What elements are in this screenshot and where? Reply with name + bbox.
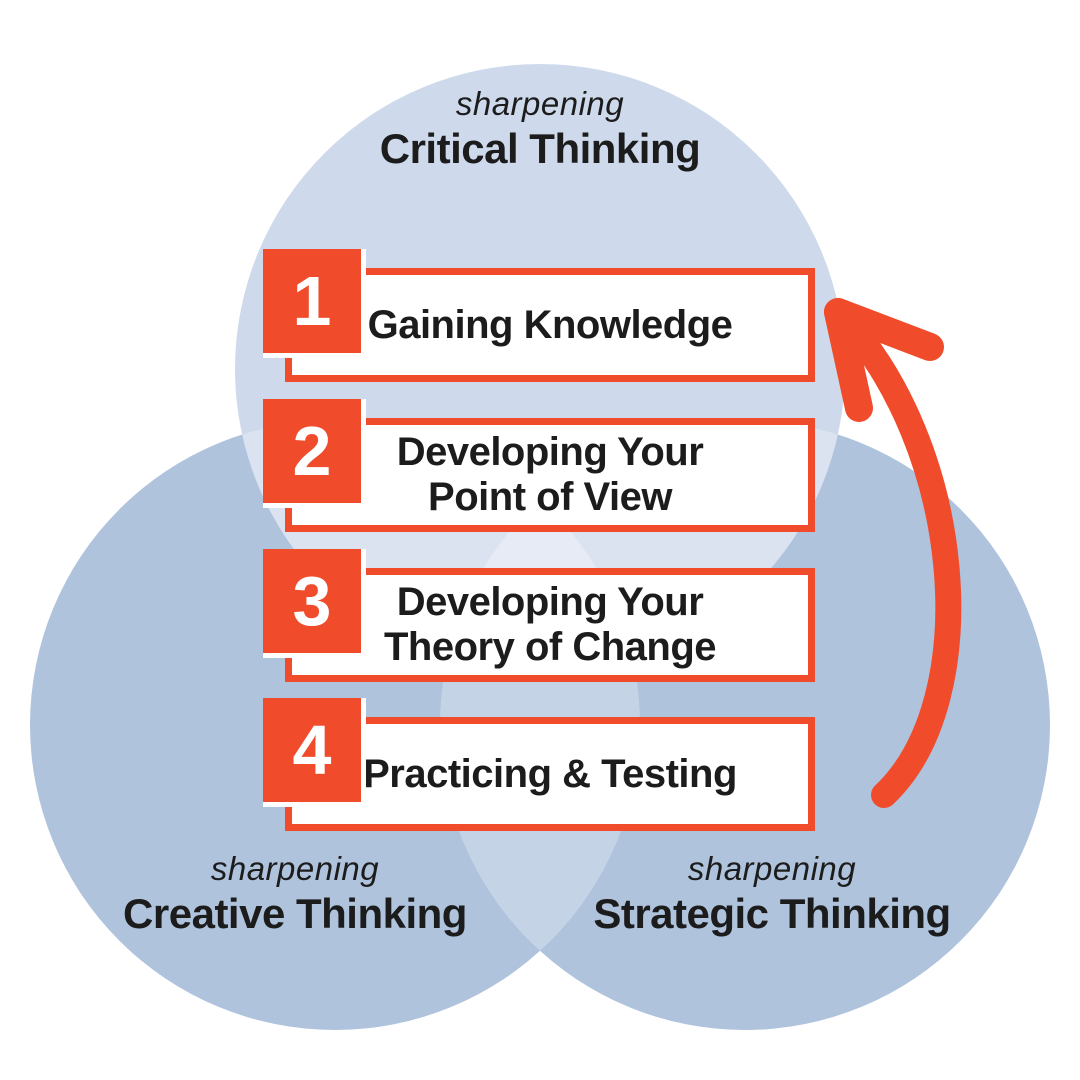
step-label: Gaining Knowledge — [367, 302, 733, 347]
cycle-arrow-barb-down — [824, 298, 873, 422]
step-number: 3 — [292, 562, 332, 640]
circle-label-pre-text: sharpening — [687, 850, 857, 887]
step-box: Developing Your Point of View — [285, 418, 815, 532]
circle-label-pre-text: sharpening — [210, 850, 380, 887]
step-number-badge: 1 — [263, 249, 366, 358]
circle-label-main-text: Strategic Thinking — [593, 890, 951, 938]
circle-label-main-text: Creative Thinking — [123, 890, 467, 938]
circle-label-critical-thinking: sharpening Critical Thinking — [240, 85, 840, 174]
step-number: 2 — [292, 412, 332, 490]
step-2: Developing Your Point of View 2 — [263, 399, 815, 532]
cycle-arrow-shaft — [825, 299, 962, 808]
step-4: Practicing & Testing 4 — [263, 698, 815, 831]
step-number-badge: 3 — [263, 549, 366, 658]
step-number-badge: 2 — [263, 399, 366, 508]
step-1: Gaining Knowledge 1 — [263, 249, 815, 382]
step-label: Practicing & Testing — [363, 751, 737, 796]
circle-label-creative-thinking: sharpening Creative Thinking — [75, 850, 515, 939]
step-label: Developing Your Theory of Change — [383, 580, 717, 669]
step-box: Practicing & Testing — [285, 717, 815, 831]
step-box: Developing Your Theory of Change — [285, 568, 815, 682]
circle-label-pre-text: sharpening — [455, 85, 625, 122]
step-label: Developing Your Point of View — [396, 430, 704, 519]
step-number-badge: 4 — [263, 698, 366, 807]
cycle-arrow-icon — [824, 298, 962, 808]
step-3: Developing Your Theory of Change 3 — [263, 549, 815, 682]
circle-label-main-text: Critical Thinking — [379, 125, 701, 173]
step-number: 1 — [292, 262, 332, 340]
step-number: 4 — [292, 711, 332, 789]
circle-label-strategic-thinking: sharpening Strategic Thinking — [552, 850, 992, 939]
